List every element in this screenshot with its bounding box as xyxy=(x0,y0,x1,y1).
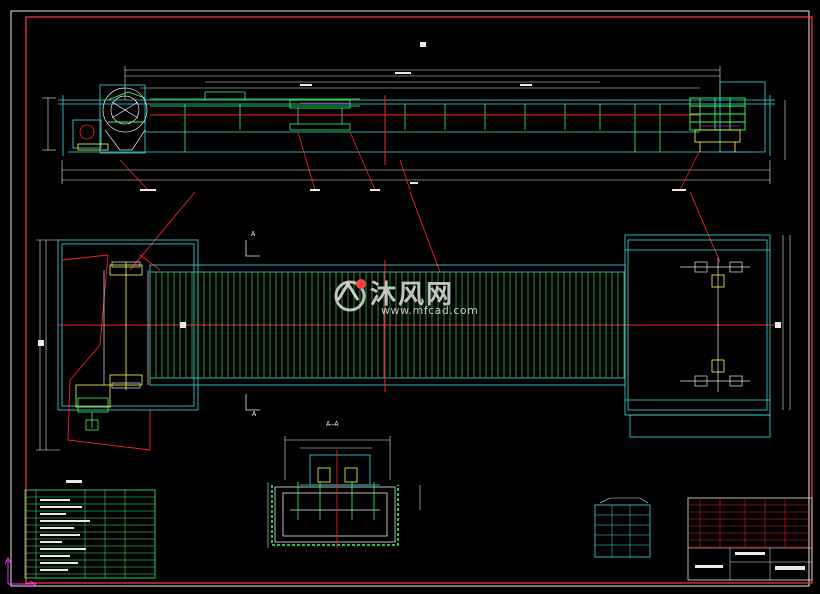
drawing-border xyxy=(25,16,813,584)
tech-requirements-table xyxy=(594,497,651,558)
watermark-text: 沐风网 xyxy=(370,280,455,310)
mfcad-logo-icon xyxy=(334,279,366,312)
section-mark-a-bottom: A xyxy=(252,410,257,418)
title-block xyxy=(687,497,813,581)
section-a-a-view xyxy=(267,436,421,548)
outer-frame xyxy=(10,10,810,587)
section-view-title: A—A xyxy=(326,420,339,428)
plan-view xyxy=(36,191,791,451)
watermark-url: www.mfcad.com xyxy=(381,304,479,317)
parts-list-table xyxy=(24,480,156,579)
ucs-axis-icon xyxy=(4,556,38,588)
section-mark-a-top: A xyxy=(251,230,256,238)
elevation-view xyxy=(42,42,786,191)
